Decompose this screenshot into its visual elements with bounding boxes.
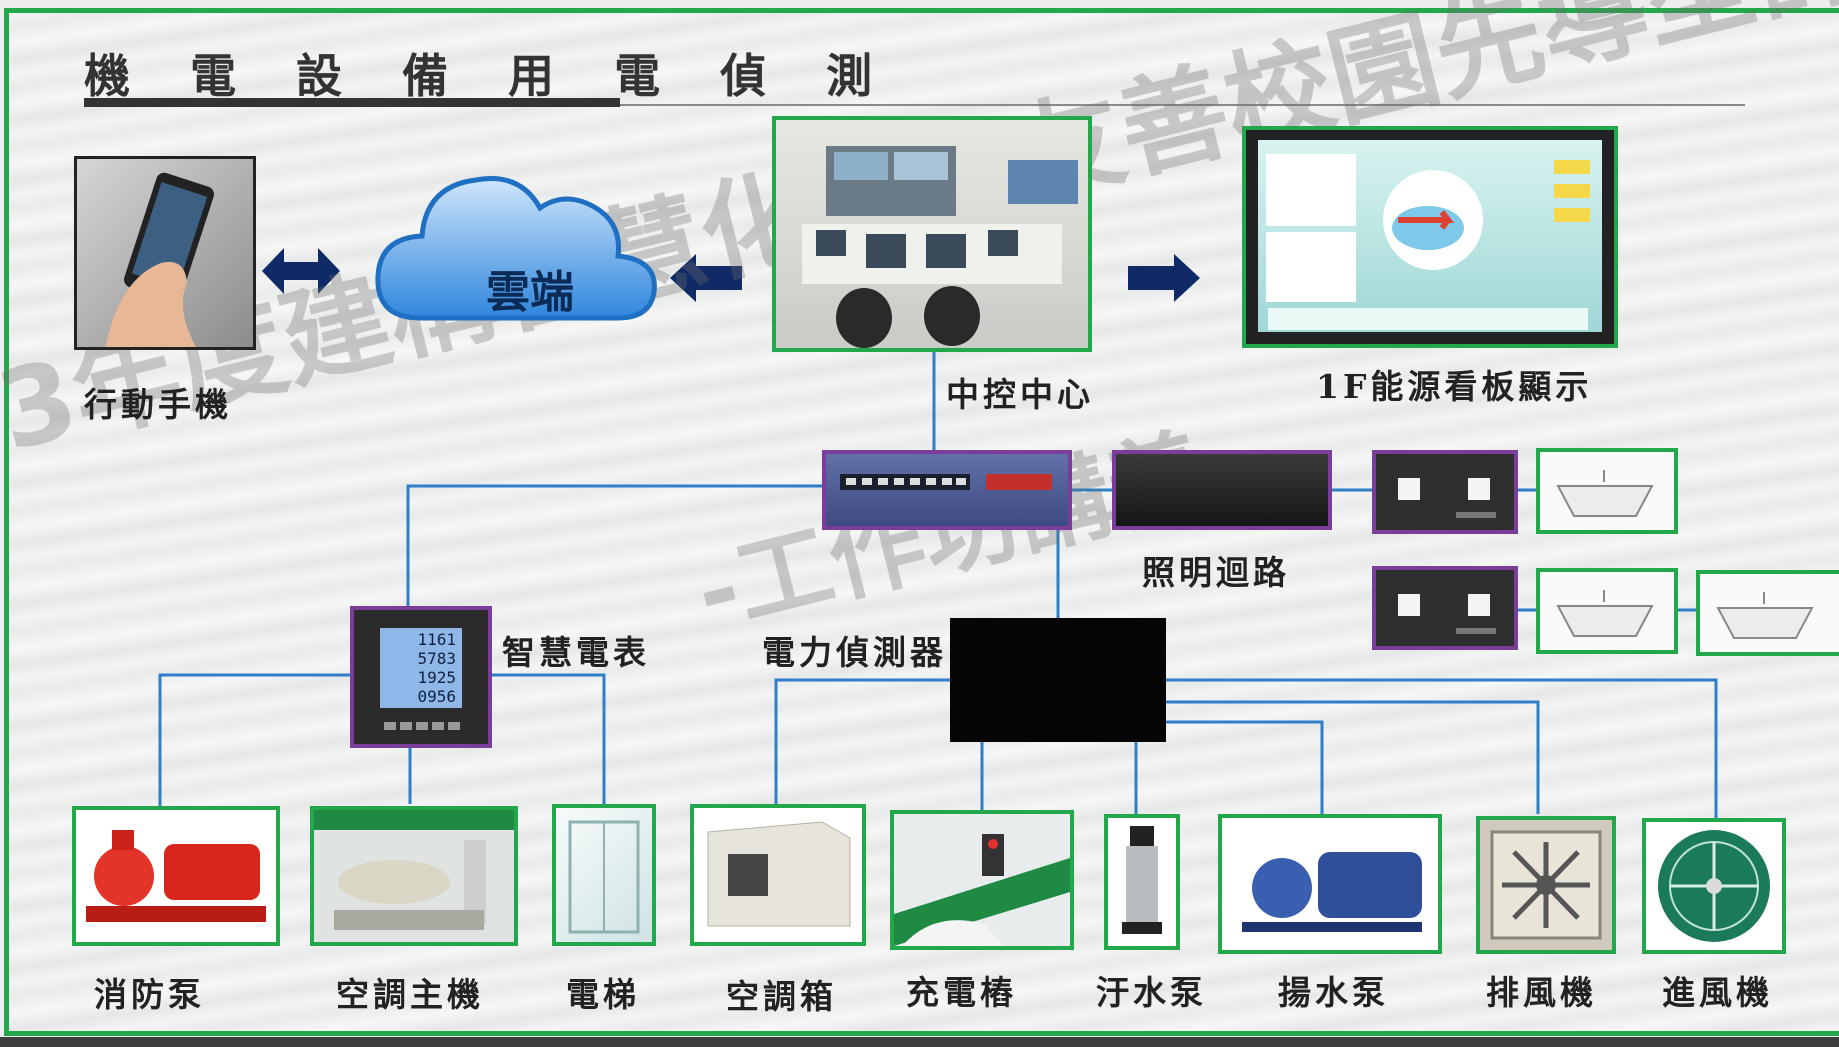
outlet-icon xyxy=(1398,478,1496,518)
ceiling-lamp-icon xyxy=(1556,590,1654,637)
wire-detector-to-exhaust xyxy=(1166,700,1540,814)
fire-pump-icon xyxy=(86,830,266,922)
device-ev-charger xyxy=(890,810,1074,950)
power-outlet-1 xyxy=(1372,450,1518,534)
device-air-handler xyxy=(690,804,866,946)
elevator-icon xyxy=(568,820,640,934)
ceiling-lamp-icon xyxy=(1716,592,1814,639)
control-center-image xyxy=(772,116,1092,352)
device-intake-fan xyxy=(1642,818,1786,954)
exhaust-fan-icon xyxy=(1490,830,1602,940)
wire-detector-left xyxy=(774,678,950,806)
smart-meter-label: 智慧電表 xyxy=(502,633,650,672)
display-board-image xyxy=(1242,126,1618,348)
meter-reading-3: 1925 xyxy=(417,668,456,687)
meter-reading-2: 5783 xyxy=(417,649,456,668)
phone-icon xyxy=(105,172,214,349)
lamp-3 xyxy=(1696,570,1839,656)
mobile-label: 行動手機 xyxy=(84,385,232,424)
intake-fan-icon xyxy=(1658,830,1770,942)
power-detector-label: 電力偵測器 xyxy=(762,633,947,672)
chiller-icon xyxy=(314,810,514,930)
device-chiller xyxy=(310,806,518,946)
device-label-air-handler: 空調箱 xyxy=(726,977,837,1016)
device-water-pump xyxy=(1218,814,1442,954)
wire-detector-to-intake xyxy=(1166,678,1718,818)
page-title: 機 電 設 備 用 電 偵 測 xyxy=(84,49,895,103)
double-arrow-icon xyxy=(262,248,340,294)
network-switch xyxy=(822,450,1072,530)
device-label-ev-charger: 充電樁 xyxy=(906,973,1017,1012)
lamp-2 xyxy=(1536,568,1678,654)
bottom-bar xyxy=(0,1037,1839,1047)
outlet-icon xyxy=(1398,594,1496,634)
power-detector xyxy=(950,618,1166,742)
wire-meter-right xyxy=(490,673,606,804)
device-sewage-pump xyxy=(1104,814,1180,950)
device-label-intake-fan: 進風機 xyxy=(1662,973,1773,1012)
meter-reading-1: 1161 xyxy=(417,630,456,649)
wire-detector-to-water xyxy=(1166,720,1324,814)
device-exhaust-fan xyxy=(1476,816,1616,954)
device-label-water-pump: 揚水泵 xyxy=(1278,973,1389,1012)
air-handler-icon xyxy=(707,821,851,927)
device-fire-pump xyxy=(72,806,280,946)
water-pump-icon xyxy=(1242,852,1422,932)
power-outlet-2 xyxy=(1372,566,1518,650)
arrow-left-icon xyxy=(670,254,742,302)
wire-switch-to-meter xyxy=(406,484,822,606)
title-rule xyxy=(620,104,1745,106)
cloud-icon xyxy=(375,176,657,321)
display-board-label: 1F能源看板顯示 xyxy=(1316,367,1593,406)
title-underline xyxy=(84,98,620,107)
device-label-chiller: 空調主機 xyxy=(336,975,484,1014)
arrow-right-icon xyxy=(1128,254,1200,302)
meter-reading-4: 0956 xyxy=(417,687,456,706)
mobile-phone-image xyxy=(74,156,256,350)
sewage-pump-icon xyxy=(1122,826,1162,934)
device-elevator xyxy=(552,804,656,946)
ceiling-lamp-icon xyxy=(1556,470,1654,517)
ev-charger-icon xyxy=(894,834,1070,946)
lighting-circuit-label: 照明迴路 xyxy=(1142,553,1290,592)
device-label-elevator: 電梯 xyxy=(566,975,640,1014)
device-label-sewage-pump: 汙水泵 xyxy=(1096,973,1207,1012)
cloud-label: 雲端 xyxy=(486,267,574,318)
control-center-label: 中控中心 xyxy=(946,375,1094,414)
lamp-1 xyxy=(1536,448,1678,534)
device-label-fire-pump: 消防泵 xyxy=(94,975,205,1014)
wire-meter-left xyxy=(158,673,350,806)
lighting-circuit-device xyxy=(1112,450,1332,530)
device-label-exhaust-fan: 排風機 xyxy=(1486,973,1597,1012)
smart-meter: 1161 5783 1925 0956 xyxy=(350,606,492,748)
